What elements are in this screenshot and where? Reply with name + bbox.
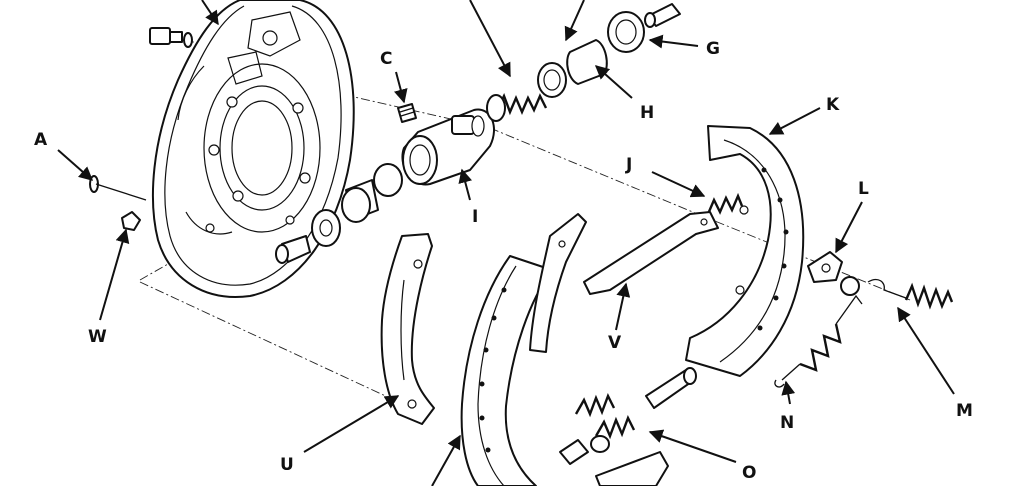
leader-w bbox=[99, 228, 130, 321]
axle-hole bbox=[231, 100, 293, 196]
callout-c: C bbox=[380, 49, 392, 69]
callout-g: G bbox=[706, 39, 720, 59]
leader-g bbox=[648, 34, 699, 49]
wheel-cylinder bbox=[401, 108, 495, 186]
adjuster-lever bbox=[583, 211, 719, 295]
adjuster-assembly bbox=[559, 367, 697, 486]
callout-w: W bbox=[88, 327, 107, 347]
leader-a bbox=[57, 149, 94, 181]
leader-i bbox=[458, 168, 473, 201]
backing-plate bbox=[151, 0, 355, 298]
mounting-bolt bbox=[149, 27, 193, 48]
alignment-line-spring bbox=[699, 214, 911, 301]
leader-l bbox=[835, 201, 863, 254]
leader-j bbox=[651, 171, 706, 198]
piston-assembly-right bbox=[486, 3, 681, 122]
primary-brake-shoe bbox=[460, 213, 587, 486]
leader-o bbox=[648, 429, 737, 463]
return-spring bbox=[840, 276, 954, 310]
leader-k bbox=[768, 107, 821, 135]
leader-c bbox=[393, 71, 408, 104]
secondary-brake-shoe bbox=[685, 125, 805, 377]
leader-lines bbox=[57, 0, 955, 486]
hold-down-cup bbox=[807, 251, 843, 283]
adjuster-spring bbox=[706, 192, 744, 215]
callout-m: M bbox=[956, 401, 973, 421]
bleeder-screw bbox=[397, 103, 417, 123]
parking-brake-strut bbox=[380, 233, 435, 425]
callout-h: H bbox=[640, 103, 654, 123]
leader-u bbox=[303, 395, 400, 453]
hold-down-pin bbox=[89, 175, 147, 201]
callout-a: A bbox=[34, 130, 48, 150]
leader-top-right bbox=[564, 0, 585, 42]
leader-m bbox=[897, 306, 955, 395]
hold-down-clip bbox=[121, 211, 141, 231]
piston-assembly-left bbox=[275, 163, 403, 264]
leader-n bbox=[781, 380, 796, 405]
callout-u: U bbox=[280, 455, 294, 475]
callout-v: V bbox=[608, 333, 622, 353]
alignment-line-upper bbox=[489, 127, 701, 216]
callout-k: K bbox=[826, 95, 840, 115]
leader-top-left bbox=[201, 0, 219, 26]
callout-labels: A C G H I J K L M N O U V W bbox=[34, 39, 973, 483]
leader-v bbox=[615, 282, 631, 331]
leader-h bbox=[594, 65, 633, 99]
shoe-spring bbox=[774, 294, 863, 388]
leader-top-center bbox=[469, 0, 511, 78]
alignment-line-lower bbox=[139, 281, 421, 413]
callout-n: N bbox=[780, 413, 794, 433]
callout-o: O bbox=[742, 463, 756, 483]
callout-i: I bbox=[472, 207, 478, 227]
leader-bottom bbox=[431, 434, 461, 486]
callout-l: L bbox=[858, 179, 869, 199]
callout-j: J bbox=[625, 155, 632, 175]
